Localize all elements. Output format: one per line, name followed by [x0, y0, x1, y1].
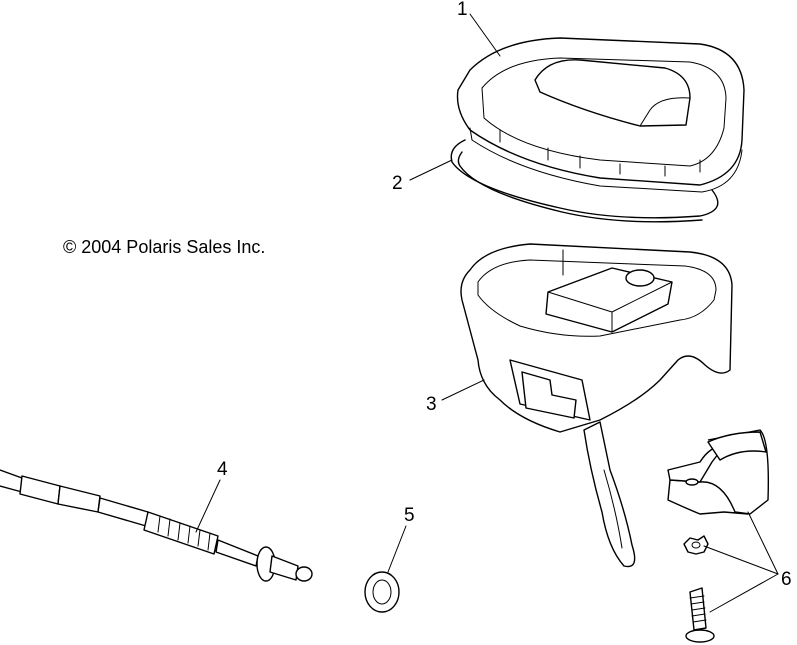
leader-lines: [195, 13, 779, 613]
part-1-cover: [456, 37, 745, 193]
part-5-oring: [364, 571, 400, 613]
callout-4: 4: [217, 459, 228, 480]
callout-6: 6: [781, 569, 792, 590]
copyright-text: © 2004 Polaris Sales Inc.: [63, 237, 265, 257]
callout-3: 3: [426, 394, 437, 415]
part-4-cable: [0, 469, 313, 582]
part-6-clamp-hardware: [667, 429, 769, 643]
part-2-gasket: [450, 139, 719, 223]
callout-1: 1: [457, 0, 468, 20]
callout-2: 2: [392, 173, 403, 194]
callout-5: 5: [404, 505, 415, 526]
part-3-housing: [460, 243, 733, 568]
